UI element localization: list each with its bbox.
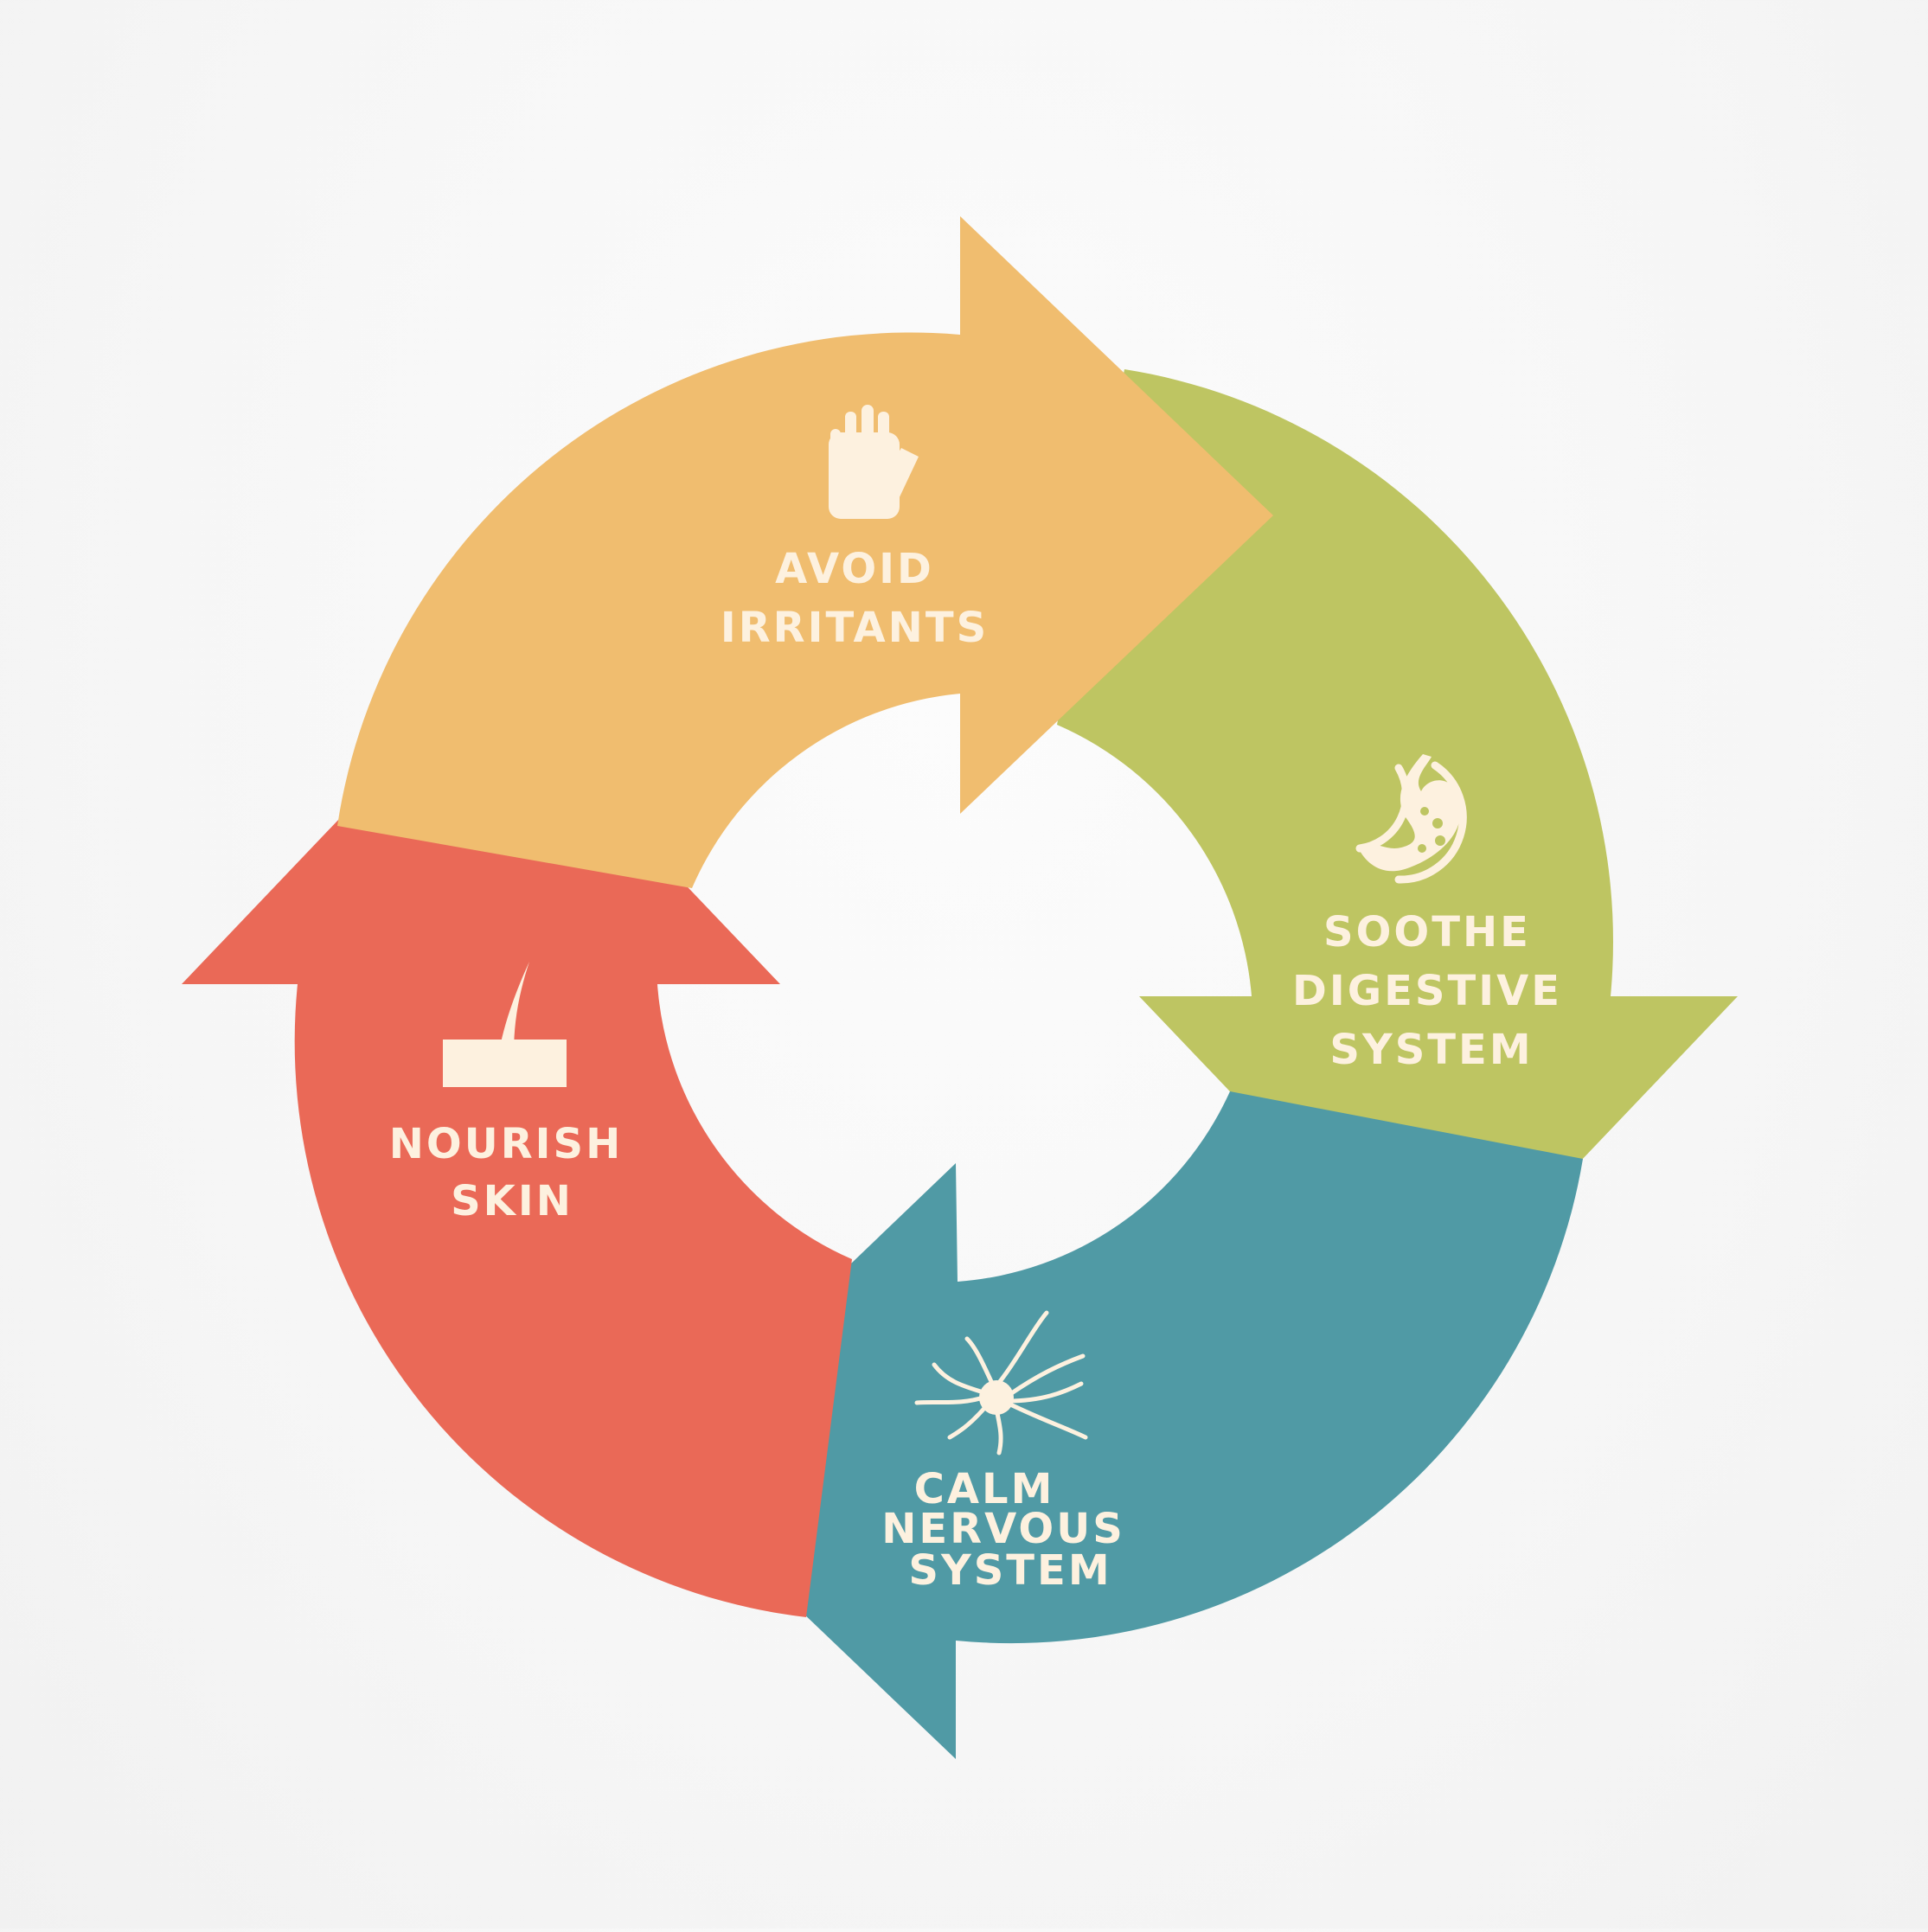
label-line: SKIN bbox=[451, 1177, 573, 1225]
neuron-icon bbox=[914, 1310, 1088, 1455]
arrow-soothe-digestive-system bbox=[1057, 369, 1738, 1310]
label-calm-nervous-system: CALM NERVOUS SYSTEM bbox=[881, 1465, 1125, 1595]
label-line: CALM bbox=[914, 1465, 1055, 1513]
label-soothe-digestive-system: SOOTHE DIGESTIVE SYSTEM bbox=[1292, 908, 1562, 1074]
arrow-nourish-skin bbox=[182, 670, 852, 1617]
label-line: NOURISH bbox=[389, 1120, 624, 1168]
label-line: DIGESTIVE bbox=[1292, 967, 1562, 1015]
label-line: SYSTEM bbox=[908, 1546, 1111, 1595]
stomach-icon bbox=[1355, 754, 1467, 884]
label-nourish-skin: NOURISH SKIN bbox=[389, 1120, 624, 1225]
label-line: SOOTHE bbox=[1323, 908, 1531, 956]
label-line: NERVOUS bbox=[881, 1505, 1125, 1553]
arrow-avoid-irritants bbox=[337, 216, 1273, 888]
label-line: SYSTEM bbox=[1329, 1026, 1533, 1074]
raised-hand-icon bbox=[829, 405, 919, 519]
label-line: IRRITANTS bbox=[721, 604, 989, 652]
arrow-calm-nervous-system bbox=[644, 1091, 1583, 1759]
label-avoid-irritants: AVOID IRRITANTS bbox=[721, 545, 989, 652]
hair-follicle-icon bbox=[443, 962, 567, 1087]
label-line: AVOID bbox=[775, 545, 934, 593]
